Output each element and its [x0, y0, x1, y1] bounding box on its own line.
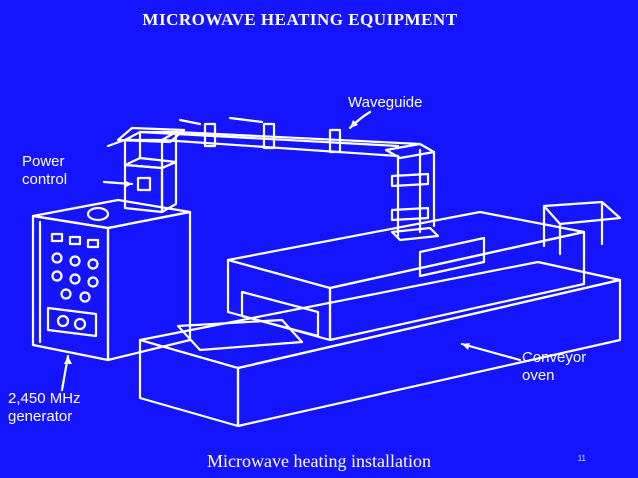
waveguide [106, 116, 440, 242]
generator-label-line1: 2,450 MHz [8, 390, 81, 407]
generator-cabinet [31, 198, 192, 362]
waveguide-label: Waveguide [348, 94, 423, 111]
generator-label-line2: generator [8, 408, 72, 425]
conveyor-oven-label-line1: Conveyor [522, 349, 586, 366]
leader-lines [60, 110, 522, 392]
conveyor-oven [138, 200, 622, 428]
page-number: 11 [577, 454, 586, 463]
slide-title: MICROWAVE HEATING EQUIPMENT [142, 10, 458, 29]
conveyor-oven-label-line2: oven [522, 367, 555, 384]
power-control-knob [86, 206, 110, 222]
power-control-label-line2: control [22, 171, 67, 188]
slide-caption: Microwave heating installation [207, 451, 431, 471]
magnetron-head [123, 130, 178, 214]
power-control-label-line1: Power [22, 153, 65, 170]
